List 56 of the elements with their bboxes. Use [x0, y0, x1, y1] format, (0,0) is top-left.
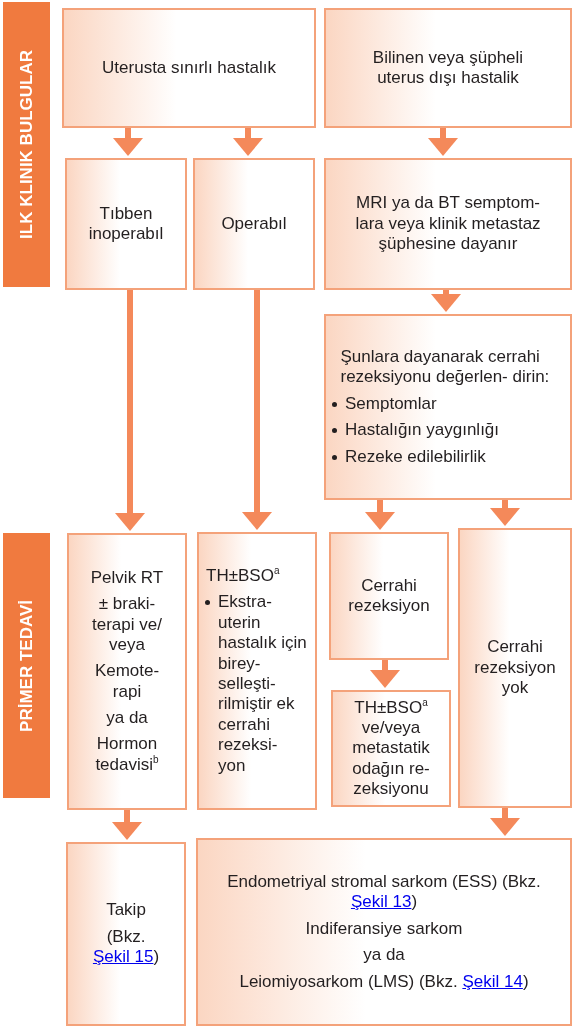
node-text: ya da	[105, 708, 149, 729]
bullet-item: Hastalığın yaygınlığı	[332, 420, 547, 441]
node-text: Takip	[105, 900, 147, 921]
band-label: PRİMER TEDAVİ	[17, 599, 36, 732]
section-band	[3, 2, 50, 287]
bullet-item: Semptomlar	[332, 393, 547, 415]
arrow	[115, 290, 145, 531]
band-label: ILK KLINIK BULGULAR	[17, 50, 36, 239]
reference-text: Endometriyal stromal sarkom (ESS) (Bkz. Şekil 13)	[226, 872, 542, 913]
process-box	[331, 690, 451, 807]
node-text: Cerrahi rezeksiyon	[347, 575, 431, 617]
reference-text: Leiomiyosarkom (LMS) (Bkz. Şekil 14)	[238, 971, 530, 992]
arrow	[242, 290, 272, 530]
reference-text: (Bkz. Şekil 15)	[91, 926, 161, 968]
node-text: Uterusta sınırlı hastalık	[102, 57, 276, 79]
node-text: ya da	[362, 945, 406, 966]
bullet-item: Rezeke edilebilirlik	[332, 446, 547, 467]
process-box	[65, 158, 187, 290]
node-text: Tıbben inoperabıl	[87, 203, 165, 245]
arrow	[233, 128, 263, 156]
process-box	[324, 8, 572, 128]
arrow	[431, 290, 461, 312]
process-box	[329, 532, 449, 660]
process-box	[197, 532, 317, 810]
process-box	[196, 838, 572, 1026]
process-box	[324, 314, 572, 500]
arrow	[370, 660, 400, 688]
node-text: TH±BSO$^{a}$	[206, 566, 281, 587]
node-text: Bilinen veya şüpheli uterus dışı hastalik	[371, 47, 525, 89]
node-text: Hormon tedavisi$^{b}$	[94, 734, 160, 776]
arrow	[365, 500, 395, 530]
process-box	[458, 528, 572, 808]
node-text: Cerrahi rezeksiyon yok	[473, 637, 557, 699]
process-box	[67, 533, 187, 810]
arrow	[113, 128, 143, 156]
figure-link: Şekil 13	[350, 892, 412, 912]
node-text: Pelvik RT	[89, 567, 165, 589]
process-box	[62, 8, 316, 128]
arrow	[490, 808, 520, 836]
bullet-item: Ekstra- uterin hastalık için birey- selleşti- rilmiştir ek cerrahi rezeksi- yon	[205, 592, 307, 776]
node-text: TH±BSO$^{a}$ ve/veya metastatik odağın re- zeksiyonu	[351, 697, 431, 800]
arrow	[428, 128, 458, 156]
node-text: ± braki- terapi ve/ veya	[91, 594, 163, 656]
arrow	[490, 500, 520, 526]
node-text: Operabıl	[221, 213, 287, 235]
arrow	[112, 810, 142, 840]
process-box	[66, 842, 186, 1026]
node-text: Şunlara dayanarak cerrahi rezeksiyonu değerlen- dirin:	[340, 347, 551, 388]
figure-link: Şekil 15	[92, 947, 154, 967]
node-text: Indiferansiye sarkom	[304, 918, 464, 940]
section-band	[3, 533, 50, 798]
process-box	[193, 158, 315, 290]
node-text: Kemote- rapi	[93, 661, 161, 703]
process-box	[324, 158, 572, 290]
node-text: MRI ya da BT semptom- lara veya klinik metastaz şüphesine dayanır	[354, 193, 542, 255]
figure-link: Şekil 14	[462, 971, 523, 991]
